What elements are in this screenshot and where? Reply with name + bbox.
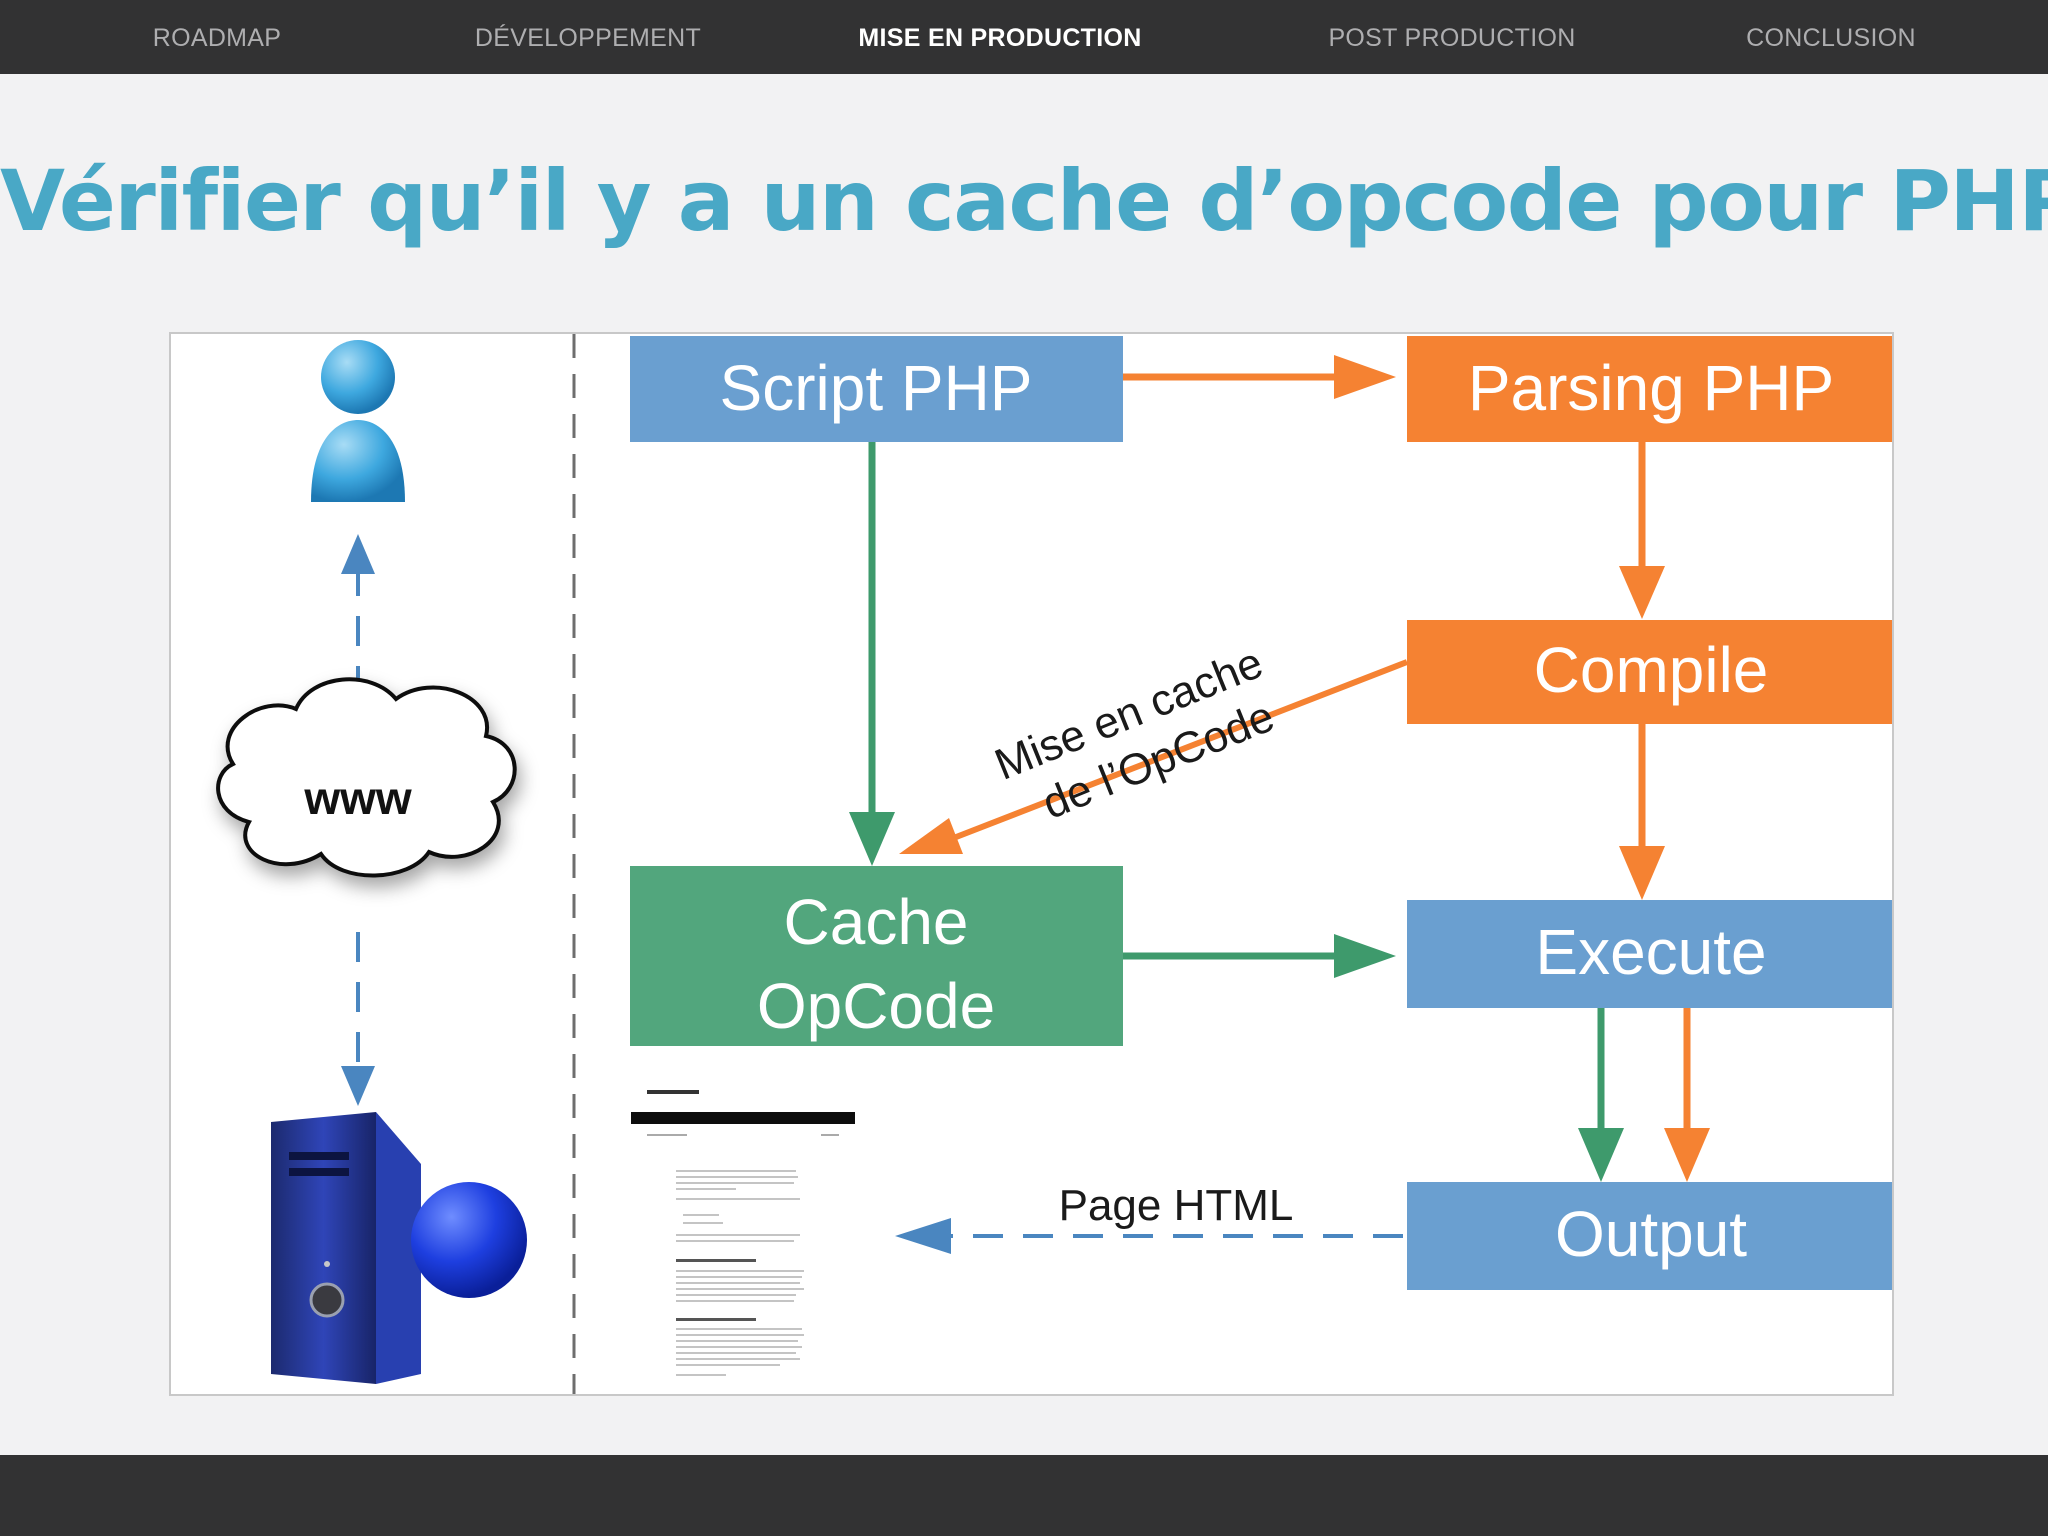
nav-item-developpement[interactable]: DÉVELOPPEMENT <box>474 24 702 52</box>
arrow-parsing-to-compile <box>1619 442 1665 619</box>
node-script-php-label: Script PHP <box>720 352 1033 424</box>
cloud-icon <box>216 677 517 878</box>
top-navigation: ROADMAP DÉVELOPPEMENT MISE EN PRODUCTION… <box>0 0 2048 74</box>
arrow-script-to-cache <box>849 442 895 866</box>
node-parsing-php-label: Parsing PHP <box>1468 352 1834 424</box>
arrow-up-to-user <box>341 534 375 696</box>
node-cache-opcode-line1: Cache <box>784 886 969 958</box>
node-cache-opcode: Cache OpCode <box>630 866 1123 1046</box>
node-output: Output <box>1407 1182 1892 1290</box>
html-page-thumbnail <box>631 1090 855 1376</box>
node-execute: Execute <box>1407 900 1892 1008</box>
nav-item-mise-en-production[interactable]: MISE EN PRODUCTION <box>858 24 1142 52</box>
node-compile: Compile <box>1407 620 1892 724</box>
arrow-execute-to-output-green <box>1578 1006 1624 1182</box>
arrow-execute-to-output-orange <box>1664 1006 1710 1182</box>
page-html-label: Page HTML <box>1059 1181 1294 1230</box>
node-compile-label: Compile <box>1534 634 1769 706</box>
arrow-compile-to-cache <box>899 659 1409 854</box>
nav-item-post-production[interactable]: POST PRODUCTION <box>1328 24 1576 52</box>
arrow-cache-to-execute <box>1123 934 1396 978</box>
nav-item-roadmap[interactable]: ROADMAP <box>152 24 282 52</box>
node-execute-label: Execute <box>1535 916 1766 988</box>
arrow-down-to-server <box>341 932 375 1106</box>
server-icon <box>271 1112 527 1384</box>
node-output-label: Output <box>1555 1198 1747 1270</box>
footer-bar <box>0 1455 2048 1536</box>
node-script-php: Script PHP <box>630 336 1123 442</box>
cloud-label: www <box>303 772 412 824</box>
node-parsing-php: Parsing PHP <box>1407 336 1892 442</box>
opcode-cache-diagram: www <box>169 332 1894 1396</box>
node-cache-opcode-line2: OpCode <box>757 970 995 1042</box>
user-icon <box>311 340 405 502</box>
nav-item-conclusion[interactable]: CONCLUSION <box>1746 24 1916 52</box>
arrow-script-to-parsing <box>1123 355 1396 399</box>
arrow-output-to-page <box>895 1218 1403 1254</box>
arrow-compile-to-execute <box>1619 722 1665 900</box>
slide-title: Vérifier qu’il y a un cache d’opcode pou… <box>0 152 2048 250</box>
